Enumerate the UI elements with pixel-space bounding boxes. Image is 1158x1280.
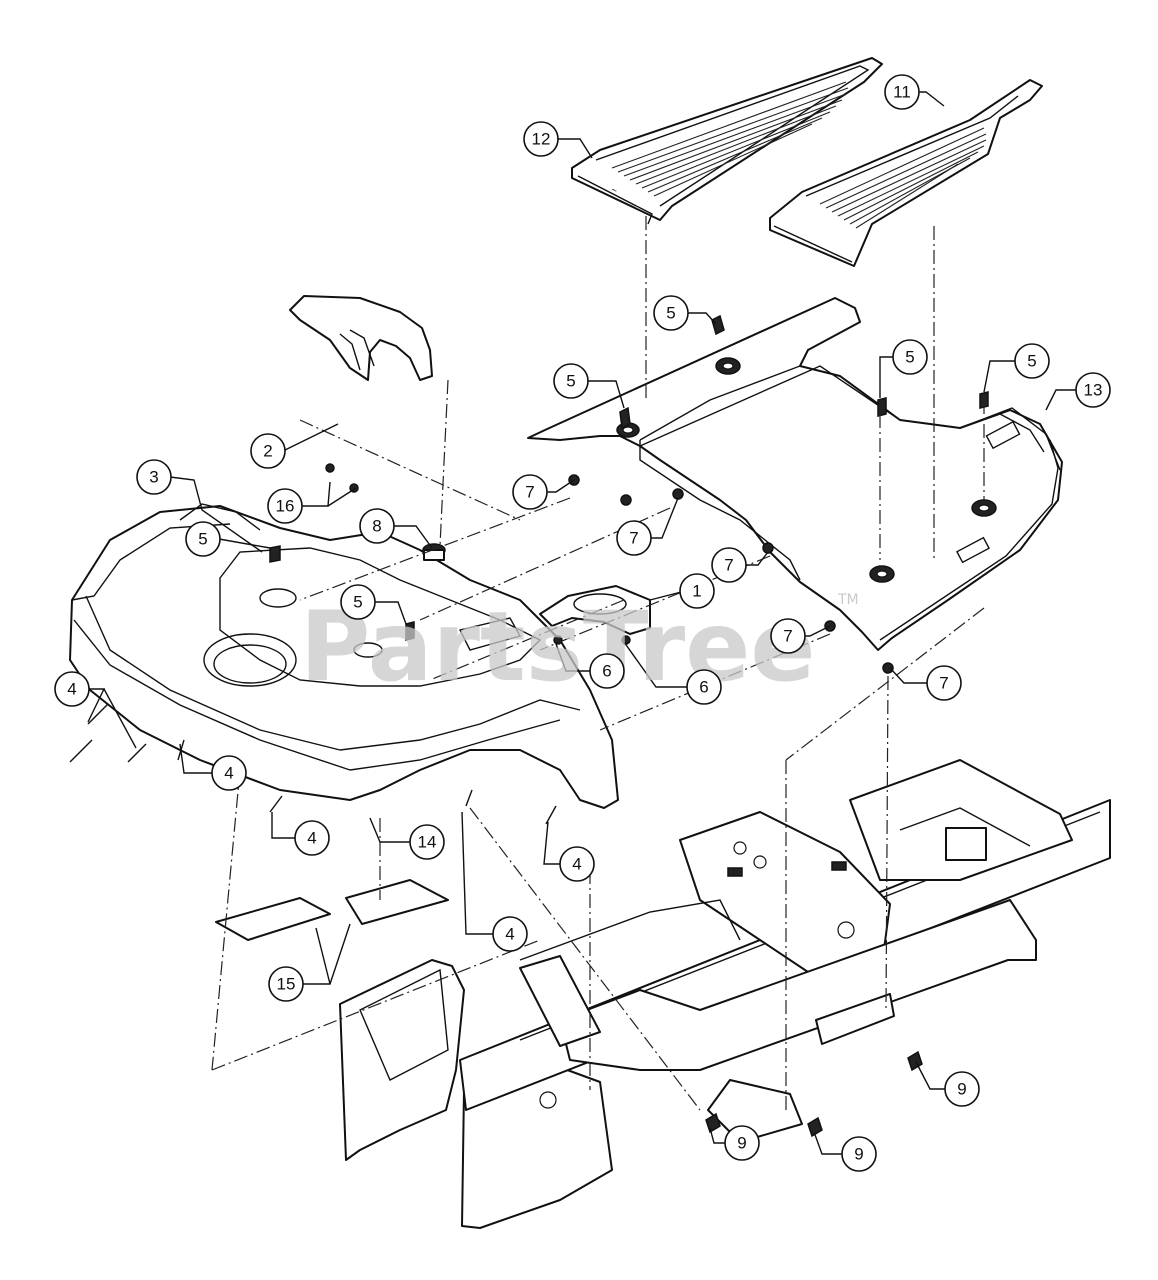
svg-text:8: 8 — [372, 517, 381, 536]
seat-switch-cover[interactable] — [539, 585, 651, 635]
alignment-lines — [211, 216, 985, 1112]
svg-text:5: 5 — [353, 593, 362, 612]
callout-4[interactable]: 4 — [211, 755, 247, 791]
svg-text:14: 14 — [418, 833, 437, 852]
callout-6[interactable]: 6 — [686, 669, 722, 705]
svg-text:12: 12 — [532, 130, 551, 149]
svg-text:15: 15 — [277, 975, 296, 994]
watermark: PartsTree TM — [300, 591, 859, 703]
callout-7[interactable]: 7 — [616, 520, 652, 556]
footrest-left[interactable]: ~ — [571, 57, 883, 225]
callout-5[interactable]: 5 — [185, 521, 221, 557]
callout-4[interactable]: 4 — [54, 671, 90, 707]
callout-7[interactable]: 7 — [926, 665, 962, 701]
callout-7[interactable]: 7 — [711, 547, 747, 583]
svg-text:PartsTree: PartsTree — [300, 591, 815, 703]
svg-text:4: 4 — [505, 925, 514, 944]
svg-text:11: 11 — [893, 83, 911, 102]
callout-6[interactable]: 6 — [589, 653, 625, 689]
svg-text:4: 4 — [307, 829, 316, 848]
svg-text:~: ~ — [609, 185, 619, 197]
svg-text:3: 3 — [149, 468, 158, 487]
svg-text:7: 7 — [629, 529, 638, 548]
svg-text:4: 4 — [67, 680, 76, 699]
leader-lines — [87, 91, 1076, 1155]
svg-text:TM: TM — [837, 592, 859, 608]
callout-4[interactable]: 4 — [559, 846, 595, 882]
svg-text:9: 9 — [737, 1134, 746, 1153]
callout-4[interactable]: 4 — [492, 916, 528, 952]
callout-12[interactable]: 12 — [523, 121, 559, 157]
callout-9[interactable]: 9 — [944, 1071, 980, 1107]
svg-text:7: 7 — [939, 674, 948, 693]
svg-text:6: 6 — [699, 678, 708, 697]
svg-text:2: 2 — [263, 442, 272, 461]
frame[interactable] — [339, 759, 1111, 1229]
callout-15[interactable]: 15 — [268, 966, 304, 1002]
callout-13[interactable]: 13 — [1075, 372, 1111, 408]
svg-text:5: 5 — [905, 348, 914, 367]
callout-7[interactable]: 7 — [770, 618, 806, 654]
svg-text:7: 7 — [525, 483, 534, 502]
callout-9[interactable]: 9 — [724, 1125, 760, 1161]
svg-text:4: 4 — [224, 764, 233, 783]
callout-11[interactable]: 11 — [884, 74, 920, 110]
callout-2[interactable]: 2 — [250, 433, 286, 469]
footrest-right[interactable] — [769, 79, 1043, 267]
bracket-cover[interactable] — [289, 295, 433, 381]
svg-text:16: 16 — [276, 497, 295, 516]
callout-3[interactable]: 3 — [136, 459, 172, 495]
svg-text:9: 9 — [957, 1080, 966, 1099]
callout-5[interactable]: 5 — [653, 295, 689, 331]
callout-14[interactable]: 14 — [409, 824, 445, 860]
callout-8[interactable]: 8 — [359, 508, 395, 544]
callout-5[interactable]: 5 — [1014, 343, 1050, 379]
svg-text:7: 7 — [724, 556, 733, 575]
svg-text:5: 5 — [666, 304, 675, 323]
svg-text:1: 1 — [692, 582, 701, 601]
svg-text:5: 5 — [1027, 352, 1036, 371]
svg-text:6: 6 — [602, 662, 611, 681]
svg-text:5: 5 — [198, 530, 207, 549]
svg-text:5: 5 — [566, 372, 575, 391]
callout-16[interactable]: 16 — [267, 488, 303, 524]
callout-7[interactable]: 7 — [512, 474, 548, 510]
callout-5[interactable]: 5 — [553, 363, 589, 399]
callout-1[interactable]: 1 — [679, 573, 715, 609]
callout-4[interactable]: 4 — [294, 820, 330, 856]
callout-9[interactable]: 9 — [841, 1136, 877, 1172]
svg-text:4: 4 — [572, 855, 581, 874]
callout-5[interactable]: 5 — [340, 584, 376, 620]
svg-text:13: 13 — [1084, 381, 1103, 400]
body-pan[interactable] — [527, 297, 1063, 651]
callout-5[interactable]: 5 — [892, 339, 928, 375]
svg-text:7: 7 — [783, 627, 792, 646]
panels[interactable] — [215, 879, 449, 941]
svg-text:9: 9 — [854, 1145, 863, 1164]
